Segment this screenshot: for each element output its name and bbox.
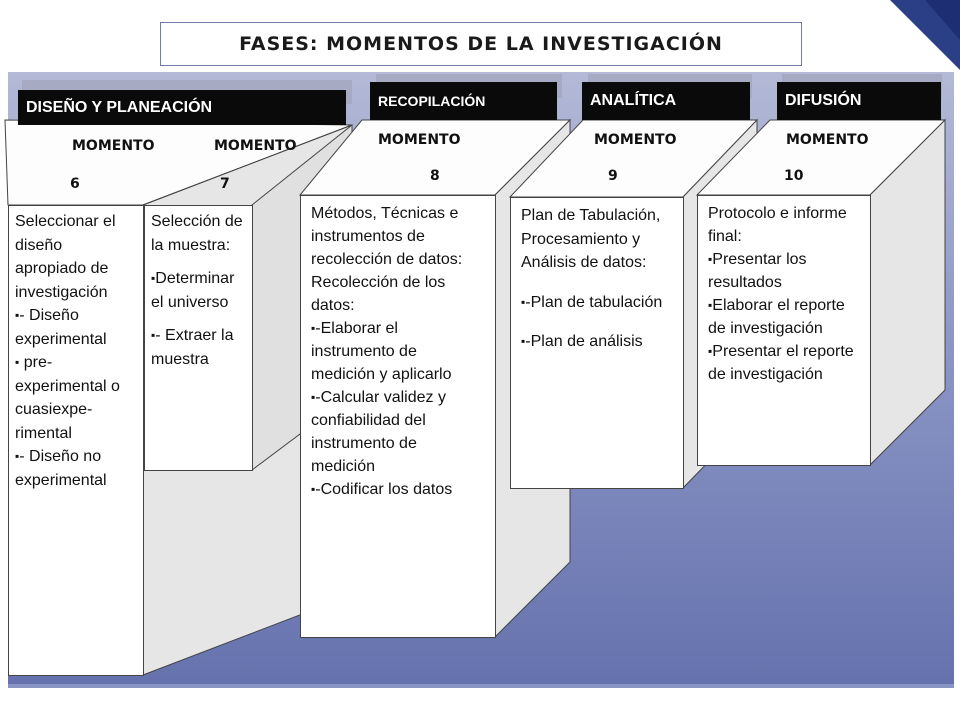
moment-6-box: Seleccionar el diseño apropiado de inves… (8, 205, 144, 676)
diagram-title: FASES: MOMENTOS DE LA INVESTIGACIÓN (160, 22, 802, 66)
box-text: Recolección de los datos: (311, 274, 446, 314)
moment-word-7: MOMENTO (214, 138, 297, 154)
list-item: ▪Presentar el reporte de investigación (708, 343, 854, 383)
moment-number-9: 9 (608, 168, 618, 184)
list-item: ▪Elaborar el reporte de investigación (708, 297, 845, 337)
moment-7-box: Selección de la muestra: ▪Determinar el … (144, 205, 253, 471)
list-item: ▪-Plan de tabulación (521, 293, 663, 311)
box-text: Métodos, Técnicas e instrumentos de reco… (311, 205, 463, 268)
box-text: Plan de Tabulación, Procesamiento y Anál… (521, 207, 661, 271)
moment-number-7: 7 (220, 176, 230, 192)
box-text: Protocolo e informe final: (708, 205, 847, 245)
bottom-rule (8, 684, 954, 688)
moment-number-10: 10 (784, 168, 804, 184)
list-item: ▪-Plan de análisis (521, 333, 643, 350)
moment-word-6: MOMENTO (72, 138, 155, 154)
moment-word-9: MOMENTO (594, 132, 677, 148)
box-text: Seleccionar el diseño apropiado de inves… (15, 213, 116, 301)
list-item: ▪-Codificar los datos (311, 481, 453, 498)
list-item: ▪Determinar el universo (151, 270, 235, 311)
list-item: ▪- Diseño no experimental (15, 448, 107, 489)
list-item: ▪-Elaborar el instrumento de medición y … (311, 320, 452, 383)
list-item: ▪- Extraer la muestra (151, 327, 234, 368)
phase-label-collection: RECOPILACIÓN (370, 82, 557, 120)
list-item: ▪ pre-experimental o cuasiexpe-rimental (15, 354, 120, 442)
list-item: ▪- Diseño experimental (15, 307, 107, 348)
moment-number-6: 6 (70, 176, 80, 192)
phase-label-design: DISEÑO Y PLANEACIÓN (18, 90, 346, 125)
moment-9-box: Plan de Tabulación, Procesamiento y Anál… (510, 197, 684, 489)
box-text: Selección de la muestra: (151, 213, 243, 254)
list-item: ▪-Calcular validez y confiabilidad del i… (311, 389, 446, 475)
corner-decoration (890, 0, 960, 70)
list-item: ▪Presentar los resultados (708, 251, 807, 291)
moment-8-box: Métodos, Técnicas e instrumentos de reco… (300, 195, 496, 638)
moment-number-8: 8 (430, 168, 440, 184)
moment-10-box: Protocolo e informe final: ▪Presentar lo… (697, 195, 871, 466)
moment-word-10: MOMENTO (786, 132, 869, 148)
phase-label-diffusion: DIFUSIÓN (777, 82, 941, 120)
phase-label-analytic: ANALÍTICA (582, 82, 750, 120)
moment-word-8: MOMENTO (378, 132, 461, 148)
